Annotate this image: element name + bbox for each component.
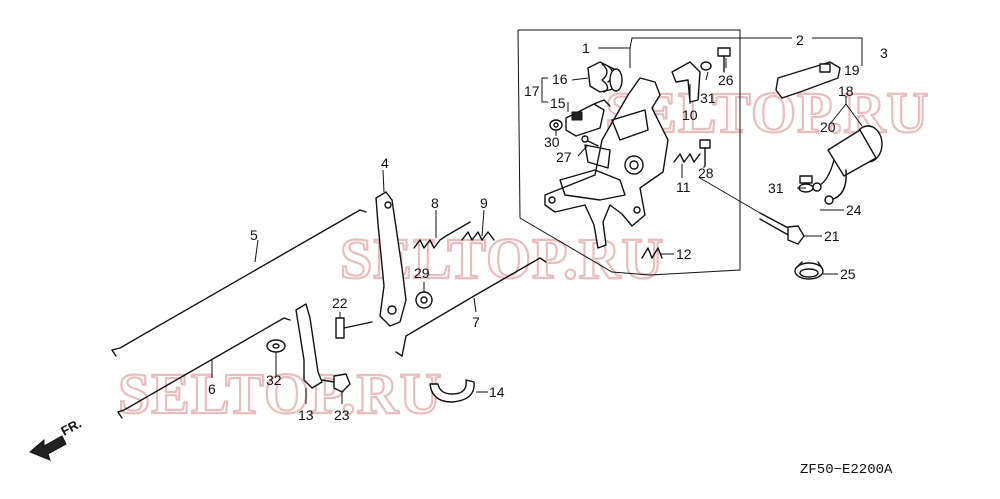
callout-17: 17: [524, 83, 540, 99]
governor-spring-8: [413, 221, 471, 249]
callout-7: 7: [472, 314, 480, 330]
callout-1: 1: [582, 40, 590, 56]
callout-11: 11: [676, 179, 691, 195]
washer-31-right: [798, 175, 814, 193]
callout-19: 19: [844, 62, 860, 78]
front-direction-arrow: FR.: [29, 416, 84, 461]
callout-28: 28: [698, 165, 714, 181]
spring-9: [461, 231, 495, 241]
throttle-rod-5: [111, 209, 367, 357]
callout-22: 22: [332, 295, 348, 311]
stop-switch-15: [565, 99, 611, 137]
callout-18: 18: [838, 83, 854, 99]
screw-27: [581, 135, 599, 147]
lever-plate-10: [671, 61, 701, 103]
callout-21: 21: [824, 228, 840, 244]
callout-5: 5: [250, 227, 258, 243]
callout-31-right: 31: [768, 180, 784, 196]
callout-23: 23: [334, 407, 350, 423]
bolt-22: [335, 317, 373, 339]
callout-10: 10: [682, 107, 698, 123]
diagram-code: ZF50−E2200A: [800, 462, 893, 478]
spring-12: [641, 247, 663, 259]
bolt-23: [321, 373, 351, 393]
callout-16: 16: [552, 71, 568, 87]
callout-15: 15: [550, 95, 566, 111]
spring-11: [673, 153, 701, 163]
choke-lever-13: [295, 303, 323, 389]
callout-29: 29: [414, 265, 430, 281]
governor-rod-7: [395, 257, 547, 357]
callout-20: 20: [820, 119, 836, 135]
oil-alert-unit-20: [812, 125, 883, 205]
callout-32: 32: [266, 372, 282, 388]
callout-12: 12: [676, 246, 692, 262]
callout-labels: 1 2 3 4 5 6 7 8 9 10 11 12 13 14 15 16 1…: [208, 32, 888, 423]
callout-2: 2: [796, 32, 804, 48]
callout-14: 14: [489, 384, 505, 400]
control-lever-spring-16: [587, 61, 623, 93]
clip-14: [429, 379, 475, 403]
hose-clamp-25: [794, 261, 824, 280]
callout-31-top: 31: [700, 90, 716, 106]
callout-6: 6: [208, 381, 216, 397]
control-lever-4: [375, 191, 407, 327]
callout-24: 24: [846, 202, 862, 218]
front-label: FR.: [58, 416, 84, 439]
screw-28: [699, 139, 711, 167]
callout-26: 26: [718, 72, 734, 88]
cable-holder-19: [775, 61, 841, 99]
callout-3: 3: [880, 45, 888, 61]
assembly-outline: [517, 29, 741, 276]
callout-9: 9: [480, 195, 488, 211]
callout-30: 30: [544, 134, 560, 150]
callout-13: 13: [298, 407, 314, 423]
washer-32: [266, 339, 286, 353]
bolt-21: [759, 212, 805, 245]
watermark-bottom: SELTOP.RU: [118, 361, 442, 426]
collar-29: [415, 291, 433, 309]
washer-30: [549, 119, 563, 131]
callout-4: 4: [381, 155, 389, 171]
callout-25: 25: [840, 266, 856, 282]
control-base-bracket: [544, 77, 669, 249]
callout-8: 8: [431, 195, 439, 211]
bolt-26: [700, 47, 731, 73]
callout-27: 27: [556, 149, 572, 165]
choke-rod-6: [117, 317, 291, 419]
leader-lines: [211, 37, 863, 404]
